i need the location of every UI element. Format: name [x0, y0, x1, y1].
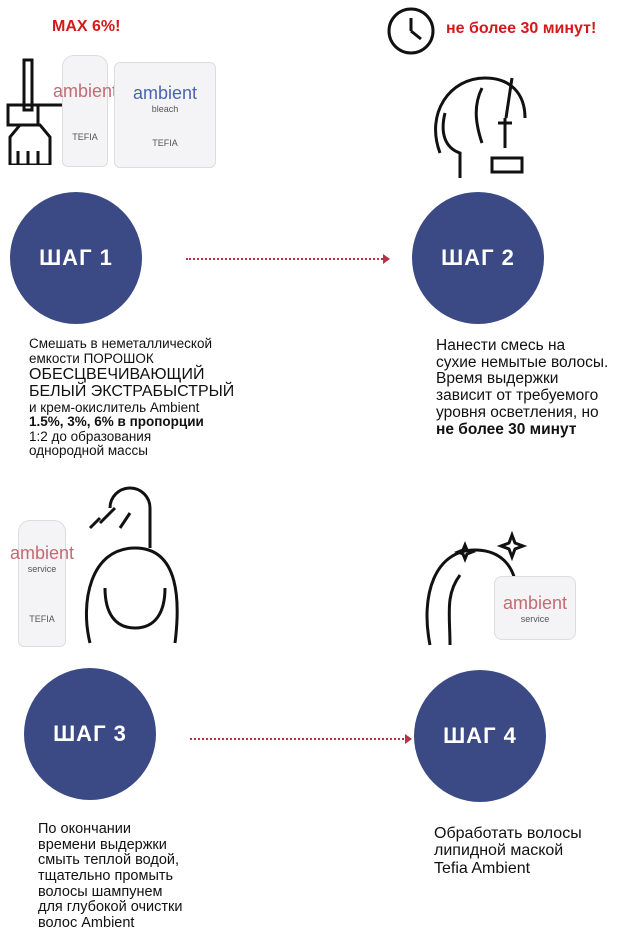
text-line: 1:2 до образования	[29, 428, 152, 444]
time-limit-badge: не более 30 минут!	[446, 20, 597, 37]
text-line: волос Ambient	[38, 914, 135, 931]
text-line: смыть теплой водой,	[38, 852, 180, 869]
arrow-step1-to-step2	[186, 254, 390, 264]
bleach-pouch-image: ambient bleach TEFIA	[114, 62, 216, 168]
text-line: Нанести смесь на	[436, 337, 566, 354]
shampoo-sub: service	[27, 564, 57, 574]
clock-icon	[387, 7, 435, 55]
text-line: волосы шампунем	[38, 883, 163, 900]
shampoo-brand: ambient	[9, 543, 75, 563]
text-line: однородной массы	[29, 443, 148, 459]
text-line: Время выдержки	[436, 370, 559, 388]
text-line: липидной маской	[434, 842, 564, 860]
oxidizer-bottle-image: ambient TEFIA	[53, 55, 117, 167]
text-line: 1.5%, 3%, 6% в пропорции	[29, 414, 204, 430]
bottle-brand: ambient	[52, 80, 118, 101]
mask-brand: ambient	[502, 592, 568, 613]
text-line: емкости ПОРОШОК	[29, 350, 154, 366]
shampoo-bottle-image: ambient service TEFIA	[10, 520, 74, 647]
text-line: времени выдержки	[38, 836, 167, 853]
shower-head-icon	[84, 486, 179, 644]
step-4-circle: ШАГ 4	[414, 670, 546, 802]
text-line: Смешать в неметаллической	[29, 336, 213, 351]
pouch-maker: TEFIA	[152, 137, 178, 148]
text-line: По окончании	[38, 821, 131, 837]
step-3-circle: ШАГ 3	[24, 668, 156, 800]
hair-coloring-head-icon	[434, 76, 527, 178]
pouch-sub: bleach	[151, 103, 179, 114]
mask-sub: service	[520, 613, 550, 624]
shiny-hair-icon	[425, 530, 528, 646]
text-line: ОБЕСЦВЕЧИВАЮЩИЙ	[29, 366, 205, 384]
bottle-maker: TEFIA	[72, 131, 98, 142]
step-1-circle: ШАГ 1	[10, 192, 142, 324]
text-line: уровня осветления, но	[436, 403, 599, 421]
text-line: Tefia Ambient	[434, 859, 531, 877]
max-percent-badge: MAX 6%!	[52, 18, 121, 35]
text-line: тщательно промыть	[38, 867, 174, 884]
brush-bowl-icon	[6, 58, 64, 165]
arrow-step3-to-step4	[190, 734, 412, 744]
text-line: для глубокой очистки	[38, 899, 183, 916]
hair-mask-jar-image: ambient service	[494, 576, 576, 640]
step-2-circle: ШАГ 2	[412, 192, 544, 324]
step-3-description: По окончании времени выдержки смыть тепл…	[38, 821, 183, 932]
text-line: сухие немытые волосы.	[436, 353, 609, 371]
pouch-brand: ambient	[132, 82, 198, 103]
text-line: БЕЛЫЙ ЭКСТРАБЫСТРЫЙ	[29, 383, 235, 401]
text-line: зависит от требуемого	[436, 387, 599, 405]
step-4-description: Обработать волосы липидной маской Tefia …	[434, 825, 582, 877]
step-2-description: Нанести смесь на сухие немытые волосы. В…	[436, 337, 609, 438]
text-line: Обработать волосы	[434, 825, 582, 842]
text-line: и крем-окислитель Ambient	[29, 399, 200, 415]
text-line: не более 30 минут	[436, 420, 577, 438]
step-1-description: Смешать в неметаллической емкости ПОРОШО…	[29, 336, 235, 459]
shampoo-maker: TEFIA	[29, 614, 55, 624]
